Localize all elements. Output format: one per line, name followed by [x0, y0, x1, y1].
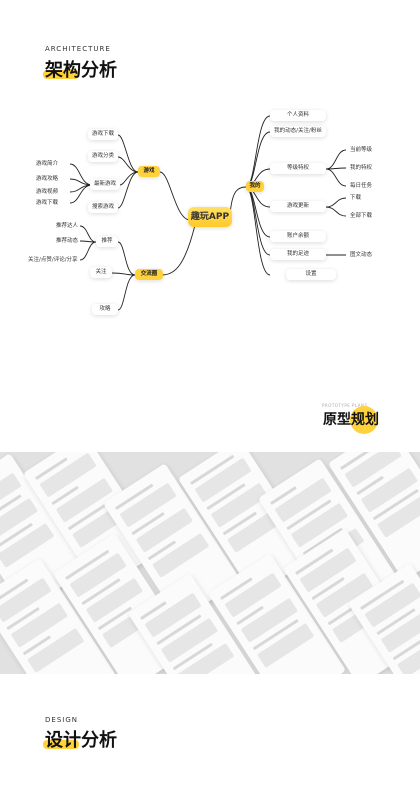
node-game-category: 游戏分类 [88, 151, 118, 162]
architecture-title-highlight [43, 70, 79, 79]
prototype-eyebrow: PROTOTYPE PLANS [322, 403, 368, 408]
leaf-recommend-feed: 推荐动态 [56, 238, 79, 244]
architecture-mindmap: 趣玩APP 游戏 交流圈 我的 游戏下载 游戏分类 最新游戏 搜索游戏 游戏简介… [0, 95, 420, 335]
node-game-search: 搜索游戏 [88, 202, 118, 213]
edge-center-game [159, 171, 191, 221]
design-eyebrow: DESIGN [45, 716, 78, 724]
edge-center-mine [229, 186, 247, 216]
leaf-recommend-talent: 推荐达人 [56, 223, 79, 229]
leaf-game-video: 游戏视频 [36, 189, 59, 195]
design-title: 设计分析 [45, 730, 117, 751]
node-community-follow: 关注 [90, 267, 112, 278]
leaf-game-guide: 游戏攻略 [36, 176, 59, 182]
leaf-recommend-actions: 关注/点赞/评论/分享 [28, 257, 78, 263]
leaf-game-intro: 游戏简介 [36, 161, 59, 167]
architecture-title: 架构分析 [45, 60, 117, 81]
hub-mine: 我的 [246, 181, 264, 192]
leaf-update-download-all: 全部下载 [350, 213, 373, 219]
prototype-title: 原型规划 [323, 412, 379, 428]
edge-game-download [117, 134, 139, 173]
leaf-update-download: 下载 [350, 195, 362, 201]
node-game-download: 游戏下载 [88, 129, 118, 140]
node-game-latest: 最新游戏 [90, 179, 120, 190]
prototype-gallery [0, 452, 420, 674]
node-mine-footprint: 我的足迹 [270, 249, 326, 260]
leaf-footprint-posts: 图文动态 [350, 252, 373, 258]
node-mine-update: 游戏更新 [270, 201, 326, 212]
node-mine-settings: 设置 [286, 269, 336, 280]
hub-game: 游戏 [138, 166, 160, 177]
leaf-level-privilege: 我的特权 [350, 165, 373, 171]
design-title-highlight [43, 740, 79, 749]
node-community-recommend: 推荐 [96, 236, 118, 247]
node-mine-feeds: 我的动态/关注/粉丝 [270, 126, 326, 137]
edge-center-community [161, 224, 196, 276]
leaf-level-current: 当前等级 [350, 147, 373, 153]
node-mine-balance: 账户余额 [270, 231, 326, 242]
architecture-eyebrow: ARCHITECTURE [45, 45, 111, 53]
leaf-game-download: 游戏下载 [36, 200, 59, 206]
node-mine-level: 等级特权 [270, 163, 326, 174]
mindmap-center-node: 趣玩APP [188, 207, 232, 227]
prototype-title-highlight [350, 406, 378, 434]
leaf-level-daily-task: 每日任务 [350, 183, 373, 189]
node-community-guide: 攻略 [92, 304, 118, 315]
hub-community: 交流圈 [135, 269, 163, 280]
node-mine-profile: 个人资料 [270, 110, 326, 121]
